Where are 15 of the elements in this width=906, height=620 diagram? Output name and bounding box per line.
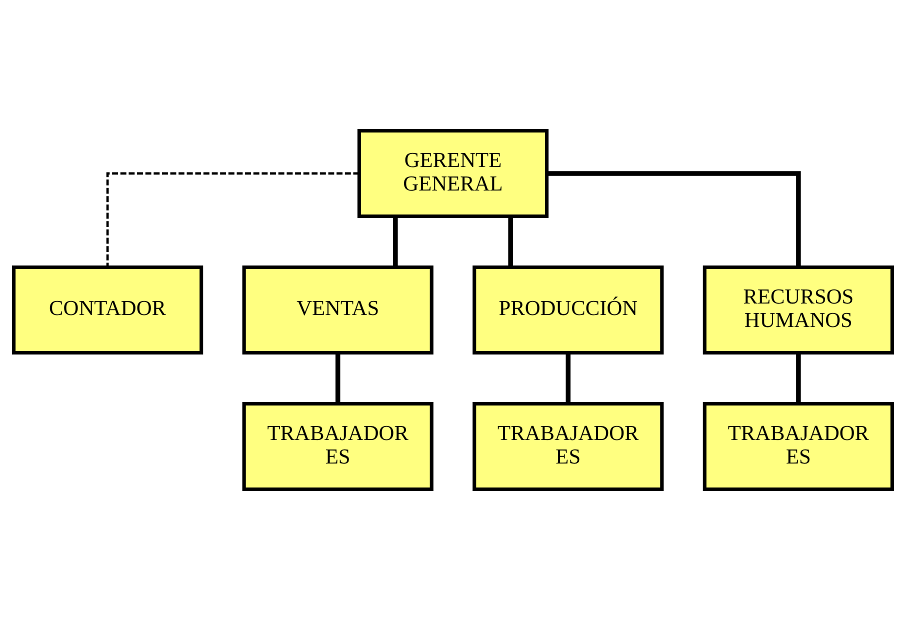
node-box: TRABAJADOR ES (472, 402, 664, 492)
connector (546, 171, 801, 268)
node-box: GERENTE GENERAL (357, 128, 549, 218)
node-box: PRODUCCIÓN (472, 265, 664, 355)
node-box: CONTADOR (12, 265, 204, 355)
node-box: RECURSOS HUMANOS (702, 265, 894, 355)
connector (508, 216, 513, 267)
connector (393, 216, 398, 267)
node-box: TRABAJADOR ES (242, 402, 434, 492)
connector (335, 352, 340, 404)
node-box: TRABAJADOR ES (702, 402, 894, 492)
connector (106, 172, 360, 268)
node-box: VENTAS (242, 265, 434, 355)
connector (796, 352, 801, 404)
connector (566, 352, 571, 404)
